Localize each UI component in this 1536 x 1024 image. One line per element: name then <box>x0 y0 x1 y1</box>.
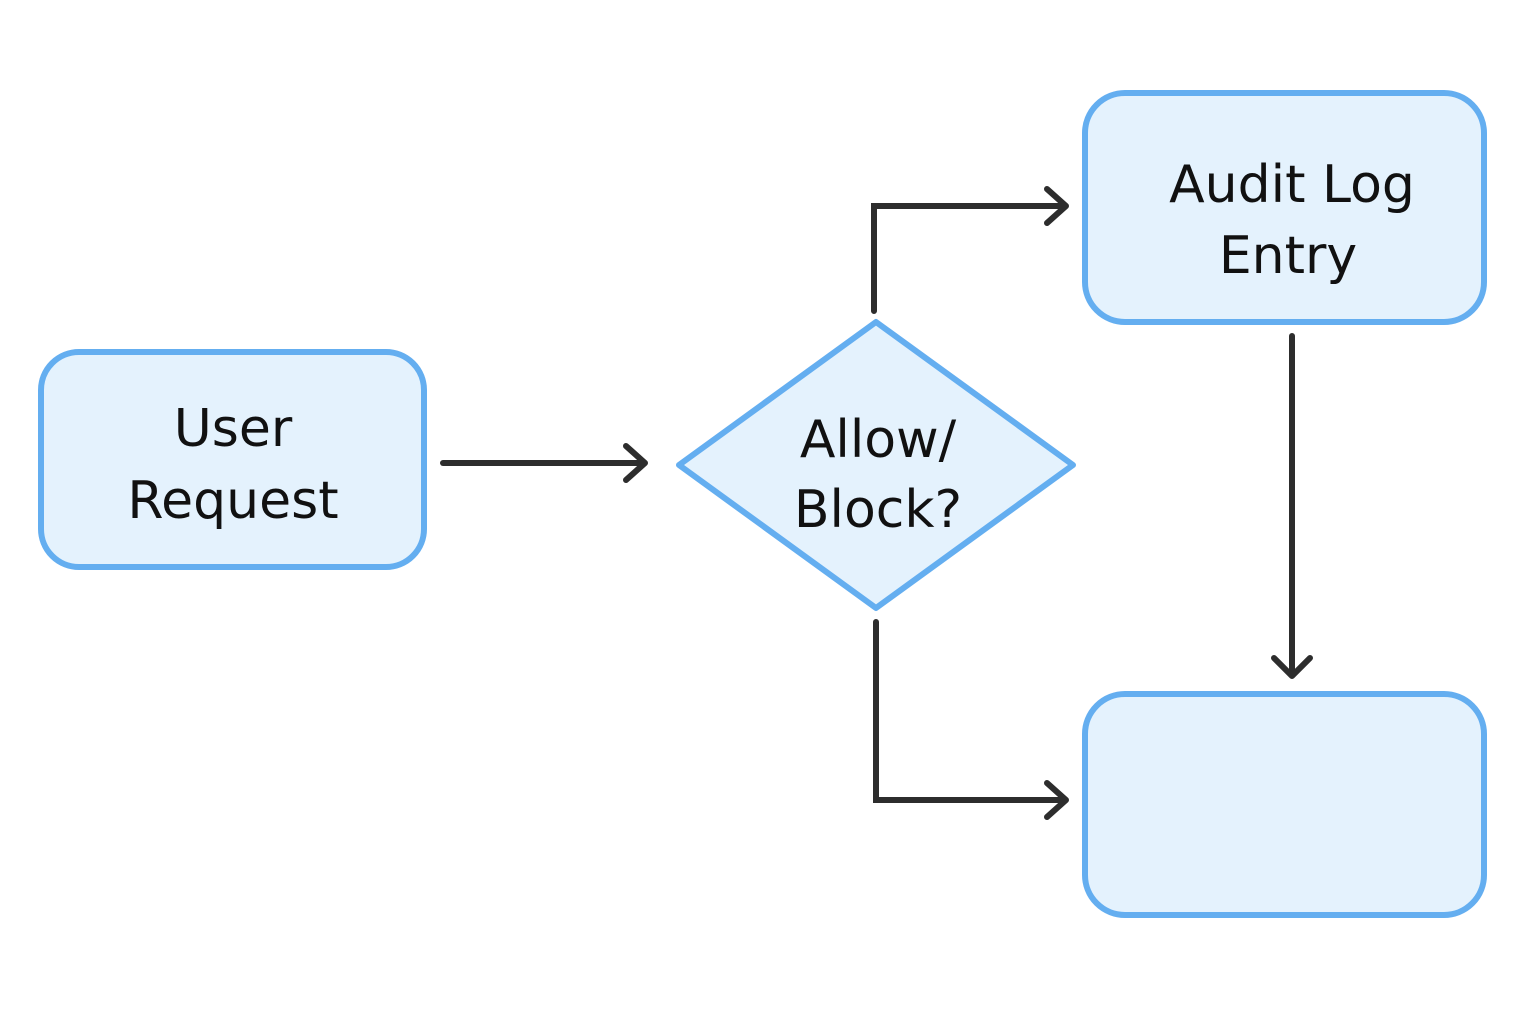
decision-diamond <box>676 319 1076 611</box>
connector-request-to-decision <box>440 443 648 483</box>
connector-decision-to-audit-log <box>871 186 1069 314</box>
connector-line <box>871 203 1065 314</box>
node-blank <box>1082 691 1487 918</box>
arrowhead-right-icon <box>623 443 648 483</box>
node-user-request: User Request <box>38 349 427 570</box>
connector-line <box>873 619 1065 803</box>
audit-log-box <box>1082 90 1487 325</box>
connector-decision-to-blank <box>873 619 1069 820</box>
arrowhead-right-icon <box>1044 780 1069 820</box>
user-request-label-line2: Request <box>127 471 338 531</box>
audit-log-label-line2: Entry <box>1219 226 1357 286</box>
node-audit-log: Audit Log Entry <box>1082 90 1487 325</box>
audit-log-label-line1: Audit Log <box>1169 155 1415 215</box>
decision-label-line2: Block? <box>794 480 962 540</box>
arrowhead-right-icon <box>1044 186 1069 226</box>
blank-box <box>1082 691 1487 918</box>
user-request-box <box>38 349 427 570</box>
connector-audit-log-to-blank <box>1271 333 1313 679</box>
arrowhead-down-icon <box>1271 655 1313 679</box>
decision-label-line1: Allow/ <box>800 410 957 470</box>
user-request-label-line1: User <box>174 399 293 459</box>
node-decision: Allow/ Block? <box>676 319 1076 611</box>
